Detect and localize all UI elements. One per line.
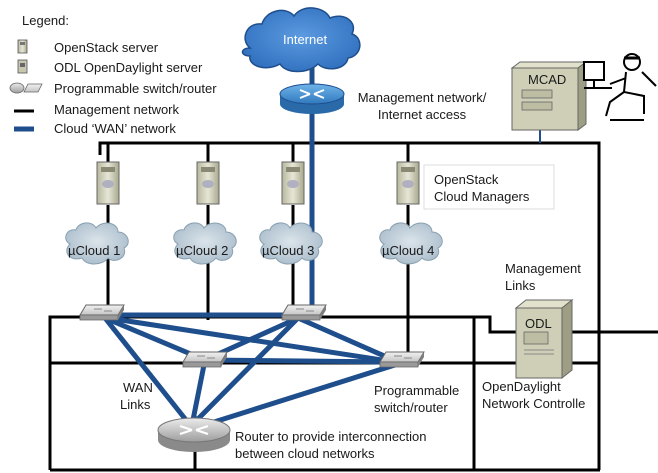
mcad-server-icon xyxy=(510,61,588,131)
odl-label: ODL xyxy=(525,316,552,331)
management-links-label-line1: Management xyxy=(505,261,581,276)
programmable-switch-icon xyxy=(9,82,43,94)
management-links-label-line2: Links xyxy=(505,278,536,293)
user-at-computer-icon xyxy=(583,53,657,121)
ucloud-1-icon xyxy=(65,222,129,265)
wan-s3-router xyxy=(189,315,301,428)
wan-s3-s4 xyxy=(295,315,401,365)
router-caption-line2: between cloud networks xyxy=(235,446,375,461)
openstack-managers-box xyxy=(423,164,555,210)
legend-item-openstack-server: OpenStack server xyxy=(54,40,159,55)
ucloud-2-label: µCloud 2 xyxy=(176,243,229,258)
openstack-server-2-icon xyxy=(196,161,220,205)
legend-item-management-network: Management network xyxy=(54,102,180,117)
ucloud-4-label: µCloud 4 xyxy=(382,243,435,258)
gateway-router-icon xyxy=(279,83,345,114)
wan-network xyxy=(102,62,401,431)
ucloud-3-icon xyxy=(259,222,323,265)
switch-1-icon xyxy=(79,304,125,321)
legend-item-wan-network: Cloud ‘WAN’ network xyxy=(54,121,176,136)
openstack-managers-label-line1: OpenStack xyxy=(434,172,499,187)
legend-item-odl-server: ODL OpenDaylight server xyxy=(54,60,203,75)
switch-3-icon xyxy=(281,304,327,321)
gateway-label-line2: Internet access xyxy=(377,107,467,122)
odl-caption-line1: OpenDaylight xyxy=(482,379,561,394)
odl-server-icon xyxy=(17,59,28,74)
internet-label: Internet xyxy=(283,32,328,47)
internet-cloud-icon xyxy=(241,7,361,73)
ucloud-2-icon xyxy=(173,222,237,265)
wan-links-label-line1: WAN xyxy=(123,380,153,395)
ucloud-4-icon xyxy=(379,222,443,265)
odl-caption-line2: Network Controlle xyxy=(482,396,586,411)
mcad-label: MCAD xyxy=(528,72,567,87)
openstack-server-1-icon xyxy=(96,161,120,205)
legend-item-programmable-switch: Programmable switch/router xyxy=(54,81,217,96)
gateway-label-line1: Management network/ xyxy=(357,90,487,105)
switch-caption-line2: switch/router xyxy=(374,400,448,415)
odl-server-icon-main xyxy=(514,298,574,380)
legend-title: Legend: xyxy=(22,13,69,28)
wan-s4-router xyxy=(192,361,401,431)
legend xyxy=(9,39,43,132)
management-top-bus xyxy=(98,141,601,470)
switch-4-icon xyxy=(379,351,425,368)
switch-caption-line1: Programmable xyxy=(374,383,460,398)
wan-s1-router xyxy=(102,315,193,428)
switch-2-icon xyxy=(182,351,228,368)
wan-s2-s4 xyxy=(202,357,401,365)
wan-s2-router xyxy=(189,357,208,428)
openstack-server-icon xyxy=(17,39,28,54)
openstack-managers-label-line2: Cloud Managers xyxy=(434,189,530,204)
router-caption-line1: Router to provide interconnection xyxy=(235,429,427,444)
interconnect-router-icon xyxy=(157,417,231,452)
ucloud-1-label: µCloud 1 xyxy=(68,243,121,258)
openstack-server-4-icon xyxy=(396,161,420,205)
ucloud-3-label: µCloud 3 xyxy=(262,243,315,258)
openstack-server-3-icon xyxy=(281,161,305,205)
wan-links-label-line2: Links xyxy=(120,397,151,412)
